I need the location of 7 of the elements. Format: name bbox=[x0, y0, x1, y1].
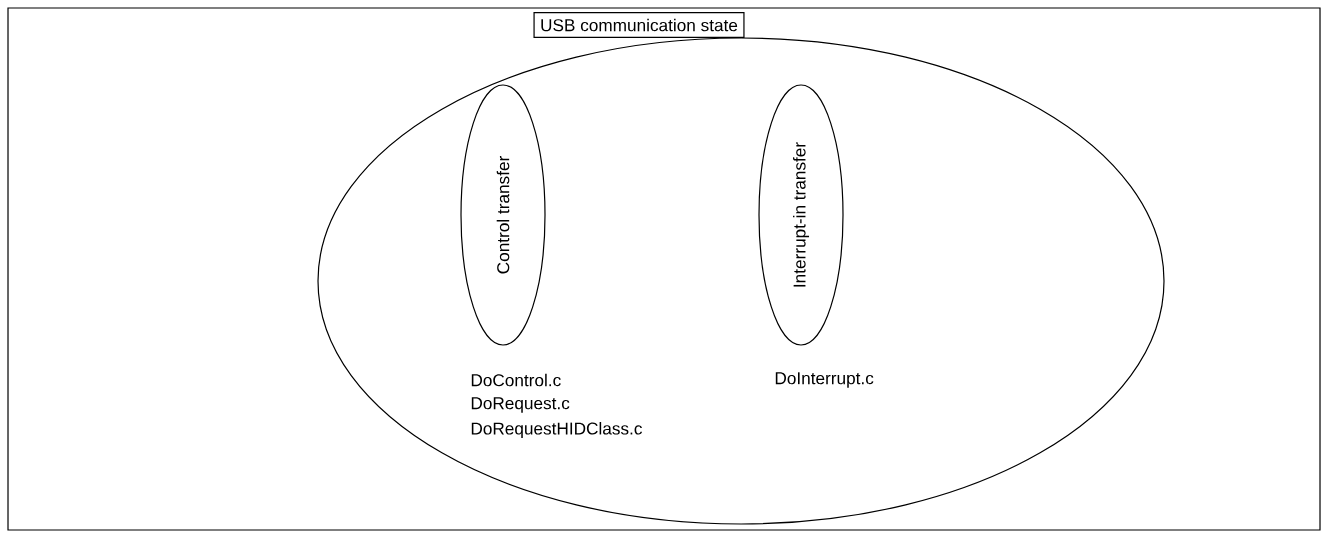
file-name-label: DoInterrupt.c bbox=[775, 372, 874, 388]
file-name-label: DoControl.c bbox=[471, 373, 561, 387]
transfer-label: Control transfer bbox=[496, 156, 510, 274]
transfer-label: Interrupt-in transfer bbox=[793, 142, 810, 287]
file-name-label: DoRequest.c bbox=[471, 397, 570, 413]
heading-box: USB communication state bbox=[533, 12, 745, 38]
file-name-label: DoRequestHIDClass.c bbox=[471, 422, 642, 439]
